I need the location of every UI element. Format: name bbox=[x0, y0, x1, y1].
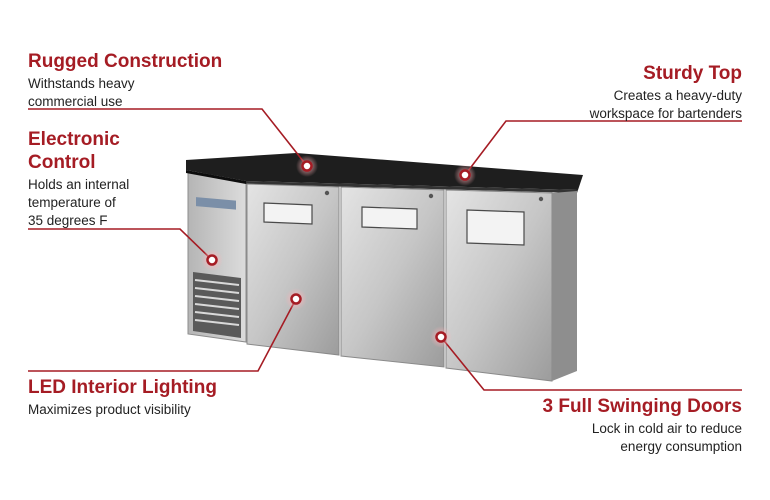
callout-dot-electronic bbox=[206, 254, 218, 266]
callout-dot-rugged bbox=[301, 160, 313, 172]
feature-description: Withstands heavy commercial use bbox=[28, 76, 135, 109]
callout-lines bbox=[28, 108, 742, 391]
callout-line-doors bbox=[440, 336, 742, 391]
feature-description: Creates a heavy-duty workspace for barte… bbox=[589, 88, 742, 121]
feature-swinging-doors: 3 Full Swinging Doors Lock in cold air t… bbox=[502, 395, 743, 456]
right-end-panel bbox=[552, 191, 577, 381]
feature-title: Sturdy Top bbox=[643, 63, 742, 84]
door-1-handle bbox=[263, 202, 313, 225]
feature-description: Maximizes product visibility bbox=[28, 402, 191, 417]
feature-title: LED Interior Lighting bbox=[28, 377, 217, 398]
feature-description: Lock in cold air to reduce energy consum… bbox=[591, 421, 742, 454]
callout-line-sturdy bbox=[464, 120, 742, 176]
callout-dot-doors bbox=[435, 331, 447, 343]
feature-rugged-construction: Rugged Construction Withstands heavy com… bbox=[28, 50, 268, 111]
countertop bbox=[186, 153, 583, 190]
feature-led-interior-lighting: LED Interior Lighting Maximizes product … bbox=[28, 376, 288, 419]
door-2 bbox=[340, 186, 445, 368]
callout-line-electronic bbox=[28, 228, 213, 261]
feature-sturdy-top: Sturdy Top Creates a heavy-duty workspac… bbox=[522, 62, 742, 123]
feature-title: Electronic Control bbox=[28, 129, 120, 173]
callout-dot-led bbox=[290, 293, 302, 305]
door-3-handle bbox=[466, 209, 525, 246]
compressor-vent bbox=[193, 272, 241, 338]
callout-dot-sturdy bbox=[459, 169, 471, 181]
feature-electronic-control: Electronic Control Holds an internal tem… bbox=[28, 128, 198, 230]
callout-line-led bbox=[28, 298, 297, 372]
callout-markers bbox=[201, 155, 476, 348]
door-2-handle bbox=[361, 206, 418, 230]
feature-title: 3 Full Swinging Doors bbox=[542, 396, 743, 417]
brand-logo-plate bbox=[196, 197, 236, 210]
feature-description: Holds an internal temperature of 35 degr… bbox=[28, 177, 130, 228]
feature-title: Rugged Construction bbox=[28, 51, 223, 72]
callout-line-rugged bbox=[28, 108, 308, 167]
door-1 bbox=[246, 183, 340, 356]
back-bar-cooler bbox=[186, 153, 583, 382]
